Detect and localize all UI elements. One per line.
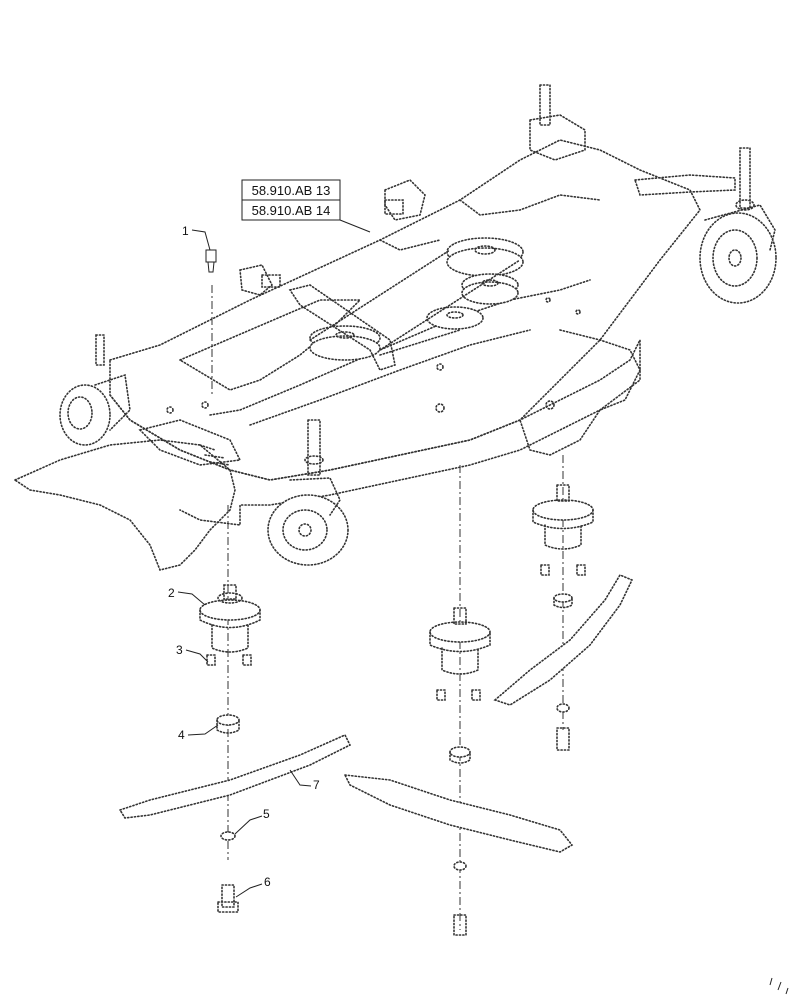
left-blade [118,733,352,819]
reference-label-1: 58.910.AB 13 [252,183,331,198]
center-blade [343,774,574,853]
corner-marks [769,977,789,995]
left-hardware [216,714,240,913]
right-blade [493,573,634,706]
part-1-screw [205,249,217,273]
right-spindle [532,484,594,751]
callout-5: 5 [263,807,270,821]
center-spindle [429,607,491,936]
callout-6: 6 [264,875,271,889]
reference-box-2[interactable] [241,199,341,221]
callout-3: 3 [176,643,183,657]
rear-mast [529,84,586,161]
right-caster-wheel [699,147,777,304]
side-brackets [239,179,426,296]
pulleys [288,237,524,371]
left-rear-wheel [59,334,131,446]
callout-1: 1 [182,224,189,238]
callout-7: 7 [313,778,320,792]
left-spindle [199,584,261,666]
mower-deck [13,139,736,571]
reference-label-2: 58.910.AB 14 [252,203,331,218]
reference-boxes: 58.910.AB 13 58.910.AB 14 [241,179,371,233]
callouts: 1 2 3 4 5 6 7 [168,224,320,898]
front-caster-wheel [267,419,349,566]
center-lines [211,285,564,930]
callout-4: 4 [178,728,185,742]
callout-2: 2 [168,586,175,600]
